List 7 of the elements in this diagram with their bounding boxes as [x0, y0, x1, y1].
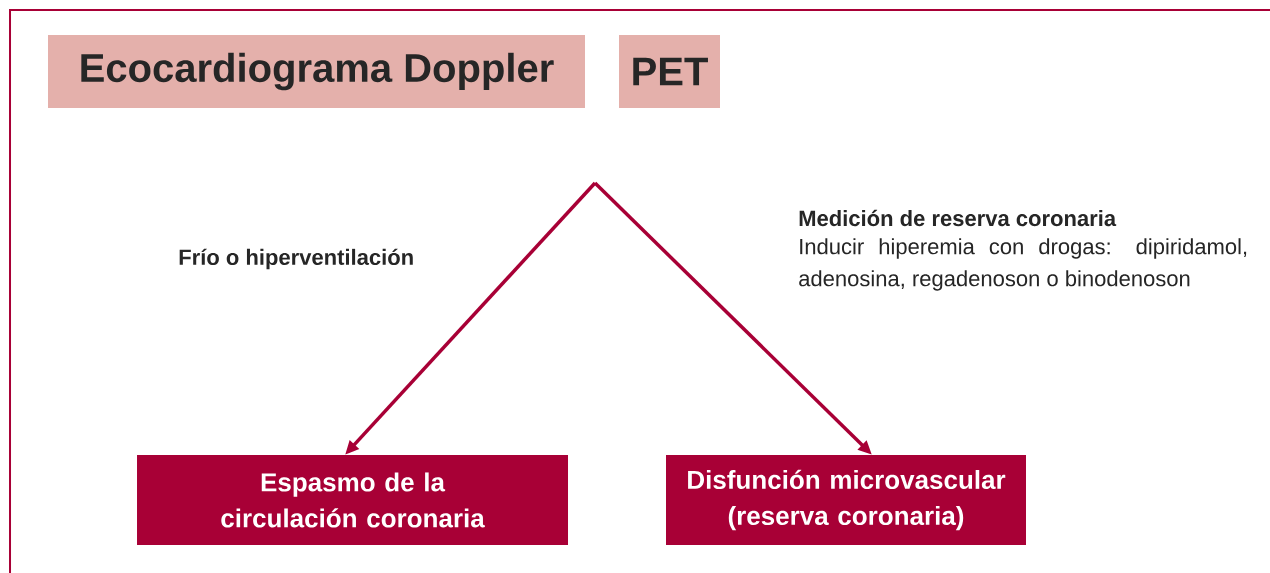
annotation-text: Frío o hiperventilación: [179, 248, 413, 270]
result-box: Disfunción microvascular (reserva coronaria): [666, 455, 1026, 545]
result-box: Espasmo de la circulación coronaria: [137, 455, 568, 545]
annotation-heading: Medición de reserva coronaria: [799, 209, 1117, 227]
annotation-text: Inducir hiperemia con drogas: dipiridamol, adenosina, regadenoson o binodenoson: [799, 238, 1247, 291]
method-box: Ecocardiograma Doppler: [48, 35, 585, 108]
method-box: PET: [619, 35, 720, 108]
